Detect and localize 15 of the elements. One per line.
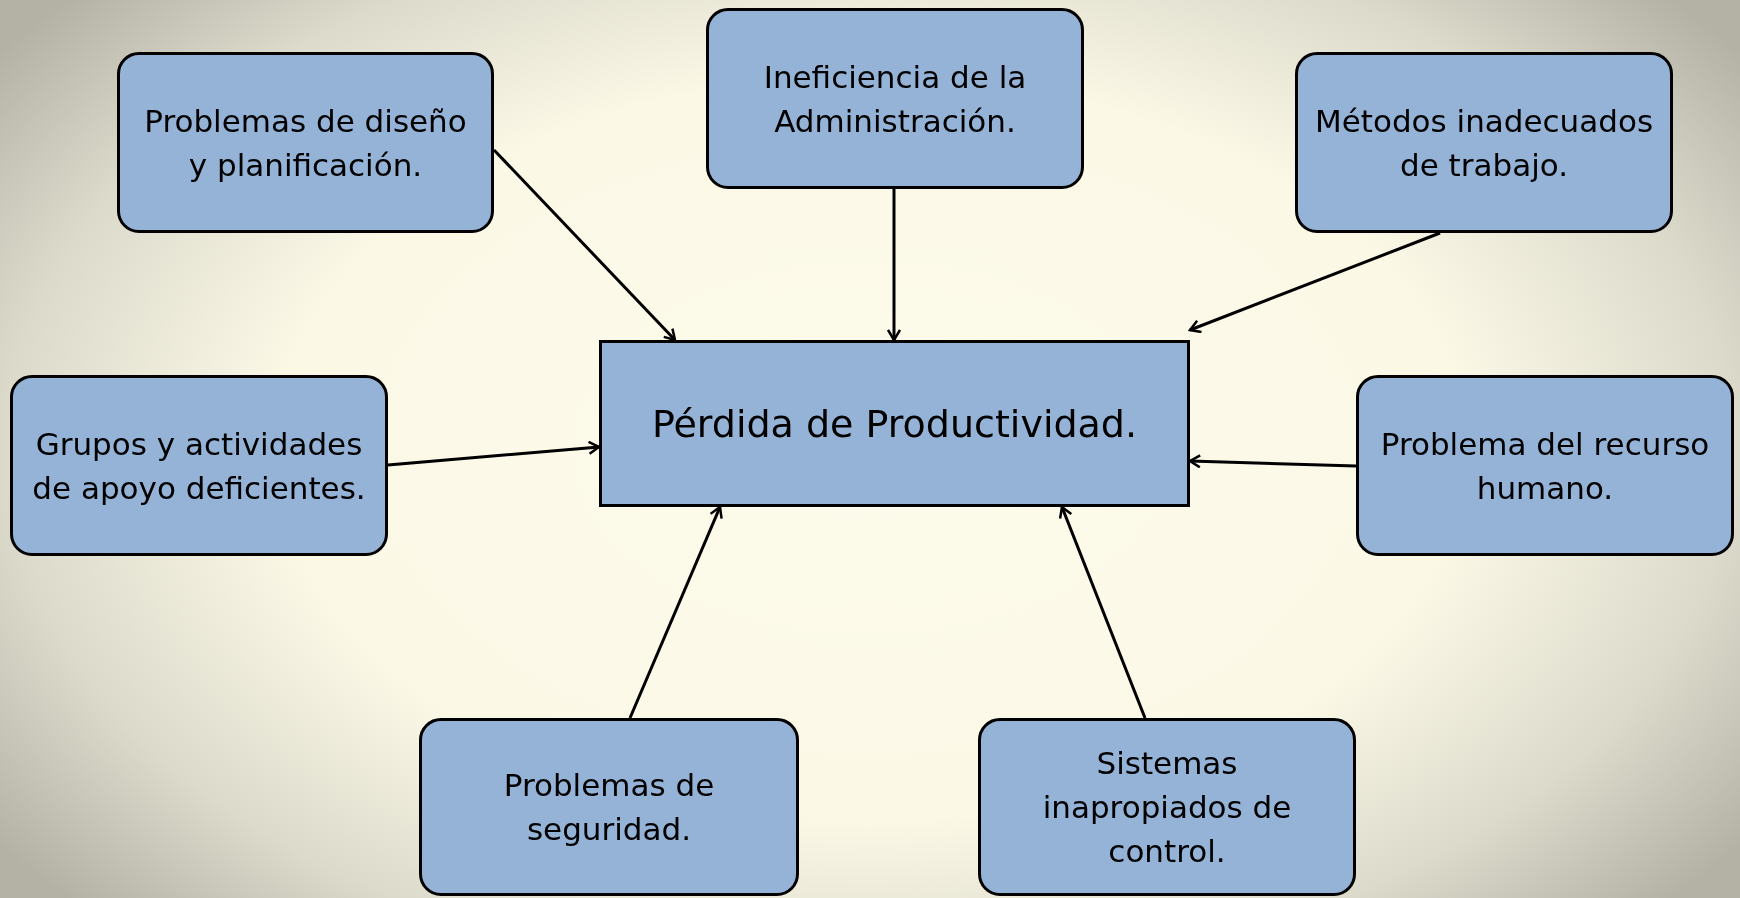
central-box: Pérdida de Productividad. — [599, 340, 1190, 507]
cause-box: Grupos y actividades de apoyo deficientes. — [10, 375, 388, 556]
arrow — [387, 440, 601, 467]
arrow — [628, 505, 723, 719]
arrow — [886, 189, 902, 342]
cause-box: Métodos inadecuados de trabajo. — [1295, 52, 1673, 233]
arrow — [1058, 505, 1147, 719]
cause-box: Problemas de diseño y planificación. — [117, 52, 494, 233]
cause-box: Problemas de seguridad. — [419, 718, 799, 896]
cause-box: Problema del recurso humano. — [1356, 375, 1734, 556]
arrow — [1188, 231, 1441, 334]
cause-box: Ineficiencia de la Administración. — [706, 8, 1084, 189]
arrow — [492, 148, 677, 342]
cause-box: Sistemas inapropiados de control. — [978, 718, 1356, 896]
arrow — [1188, 454, 1357, 469]
